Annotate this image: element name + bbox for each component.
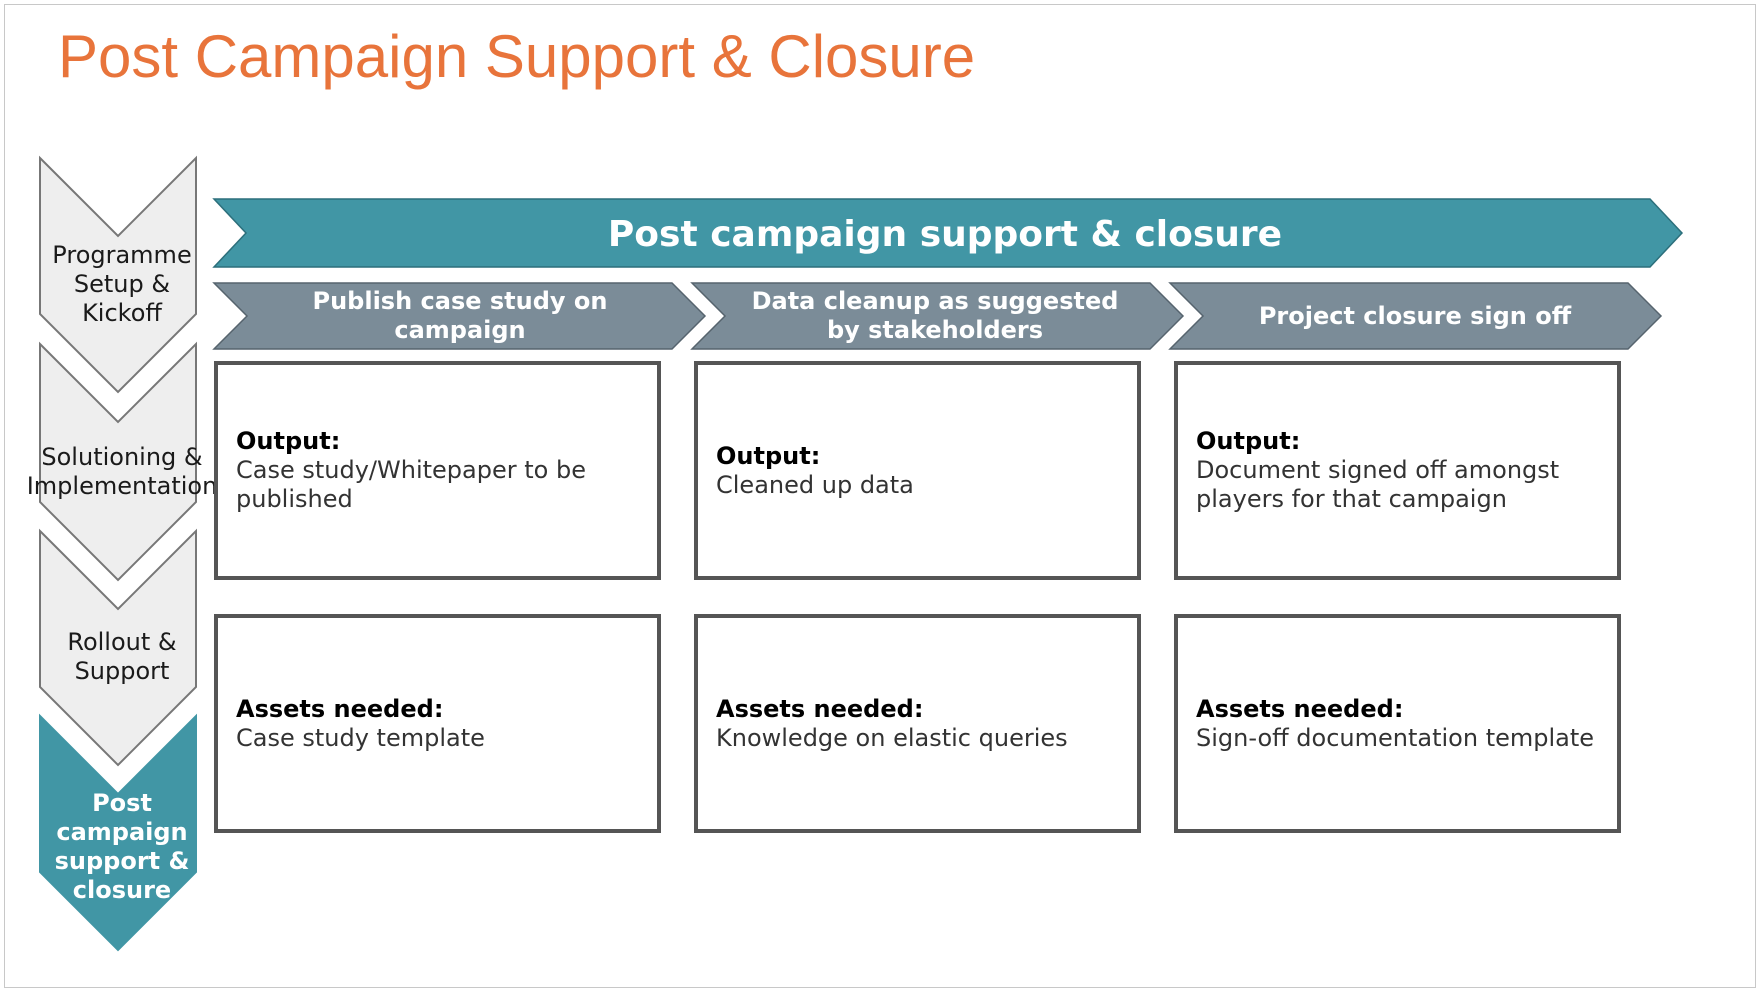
step-chevron-2 (690, 282, 1185, 350)
banner-arrow (212, 198, 1684, 268)
phase-label-solutioning: Solutioning & Implementation (26, 443, 218, 500)
assets-text: Sign-off documentation template (1196, 723, 1595, 752)
output-box-3: Output: Document signed off amongst play… (1174, 361, 1621, 580)
page-title: Post Campaign Support & Closure (58, 23, 976, 90)
assets-text: Knowledge on elastic queries (716, 723, 1068, 752)
assets-heading: Assets needed: (716, 694, 924, 723)
step-label-3: Project closure sign off (1258, 301, 1572, 330)
output-heading: Output: (1196, 427, 1301, 455)
assets-heading: Assets needed: (236, 694, 444, 723)
phase-label-rollout: Rollout & Support (67, 628, 177, 685)
phase-label-closure: Post campaign support & closure (54, 789, 190, 904)
step-chevron-3 (1168, 282, 1663, 350)
step-label-2: Data cleanup as suggested by stakeholder… (751, 287, 1119, 344)
assets-text: Case study template (236, 723, 485, 752)
output-text: Document signed off amongst players for … (1196, 456, 1560, 513)
assets-box-3: Assets needed: Sign-off documentation te… (1174, 614, 1621, 833)
output-text: Cleaned up data (716, 470, 914, 499)
assets-box-1: Assets needed: Case study template (214, 614, 661, 833)
assets-heading: Assets needed: (1196, 694, 1404, 723)
output-box-1: Output: Case study/Whitepaper to be publ… (214, 361, 661, 580)
phase-chevron-solutioning (39, 341, 197, 582)
output-box-2: Output: Cleaned up data (694, 361, 1141, 580)
assets-box-2: Assets needed: Knowledge on elastic quer… (694, 614, 1141, 833)
output-heading: Output: (716, 441, 821, 470)
output-heading: Output: (236, 427, 341, 455)
phase-label-setup: Programme Setup & Kickoff (52, 240, 192, 327)
phase-chevron-closure (39, 713, 197, 952)
step-chevron-1 (212, 282, 707, 350)
step-label-1: Publish case study on campaign (312, 287, 608, 344)
phase-chevron-setup (39, 155, 197, 394)
output-text: Case study/Whitepaper to be published (236, 456, 586, 513)
banner-label: Post campaign support & closure (607, 213, 1283, 255)
phase-chevron-rollout (39, 528, 197, 767)
